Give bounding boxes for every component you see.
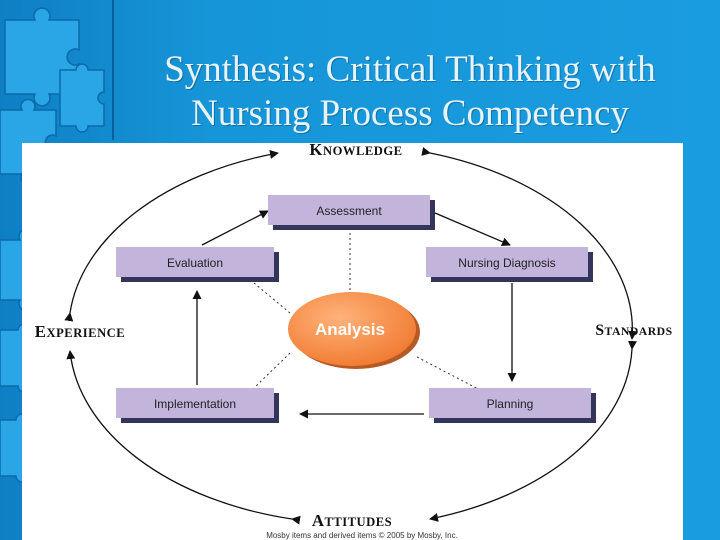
arrow-assessment-to-diagnosis [434,212,511,246]
diagram-panel: KNOWLEDGE STANDARDS ATTITUDES EXPERIENCE… [22,143,683,540]
slide-title-line-1: Synthesis: Critical Thinking with [164,49,656,90]
center-analysis-label: Analysis [315,320,385,339]
box-implementation-label: Implementation [154,397,236,411]
arc-standards-attitudes [429,340,637,522]
arc-knowledge-standards [421,147,638,340]
box-assessment: Assessment [268,195,435,230]
label-standards: STANDARDS [595,322,672,339]
spoke-evaluation [253,282,291,314]
box-evaluation-label: Evaluation [167,256,223,270]
title-divider-line [112,0,114,140]
process-arrows [192,210,517,419]
outer-ring [64,147,638,525]
label-experience: EXPERIENCE [35,322,125,341]
box-implementation: Implementation [116,388,279,423]
box-nursing-diagnosis-label: Nursing Diagnosis [458,256,555,270]
arc-experience-knowledge [64,150,279,322]
box-planning: Planning [429,388,596,423]
arrow-evaluation-to-assessment [201,210,269,246]
box-evaluation: Evaluation [116,247,279,282]
copyright-text: Mosby items and derived items © 2005 by … [266,531,458,540]
spoke-implementation [253,352,291,389]
critical-thinking-diagram: KNOWLEDGE STANDARDS ATTITUDES EXPERIENCE… [35,143,672,540]
box-nursing-diagnosis: Nursing Diagnosis [426,247,593,282]
slide-title-line-2: Nursing Process Competency [191,93,629,134]
arc-attitudes-experience [66,350,301,525]
box-assessment-label: Assessment [316,204,382,218]
label-knowledge: KNOWLEDGE [309,143,402,159]
slide-title: Synthesis: Critical Thinking with Nursin… [115,48,705,136]
center-analysis: Analysis [288,292,420,369]
spoke-planning [416,356,483,392]
label-attitudes: ATTITUDES [312,511,392,530]
box-planning-label: Planning [487,397,534,411]
